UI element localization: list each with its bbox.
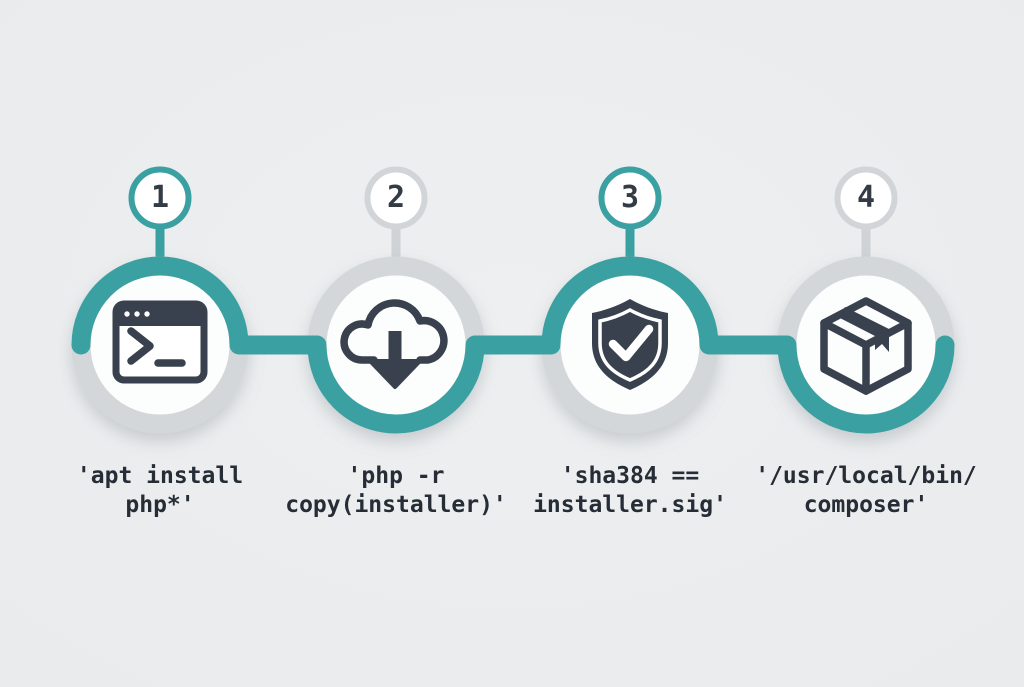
step-caption-2: 'php -r copy(installer)' <box>285 463 507 518</box>
step-number-1: 1 <box>150 180 170 215</box>
step-number-2: 2 <box>386 180 406 215</box>
step-number-3: 3 <box>620 180 640 215</box>
step-caption-4: '/usr/local/bin/ composer' <box>755 463 977 518</box>
number-bubble-3 <box>598 166 662 230</box>
timeline-connector-band <box>71 256 955 434</box>
terminal-window-icon <box>112 300 208 384</box>
number-bubble-2 <box>364 166 428 230</box>
step-stems <box>155 224 871 264</box>
shield-check-icon <box>592 299 668 390</box>
step-caption-3: 'sha384 == installer.sig' <box>533 463 727 518</box>
package-box-icon <box>820 297 912 395</box>
step-caption-1: 'apt install php*' <box>76 463 244 518</box>
step-number-4: 4 <box>856 180 876 215</box>
number-bubble-4 <box>834 166 898 230</box>
cloud-download-icon <box>340 299 448 389</box>
step-number-bubbles <box>128 166 898 230</box>
number-bubble-1 <box>128 166 192 230</box>
